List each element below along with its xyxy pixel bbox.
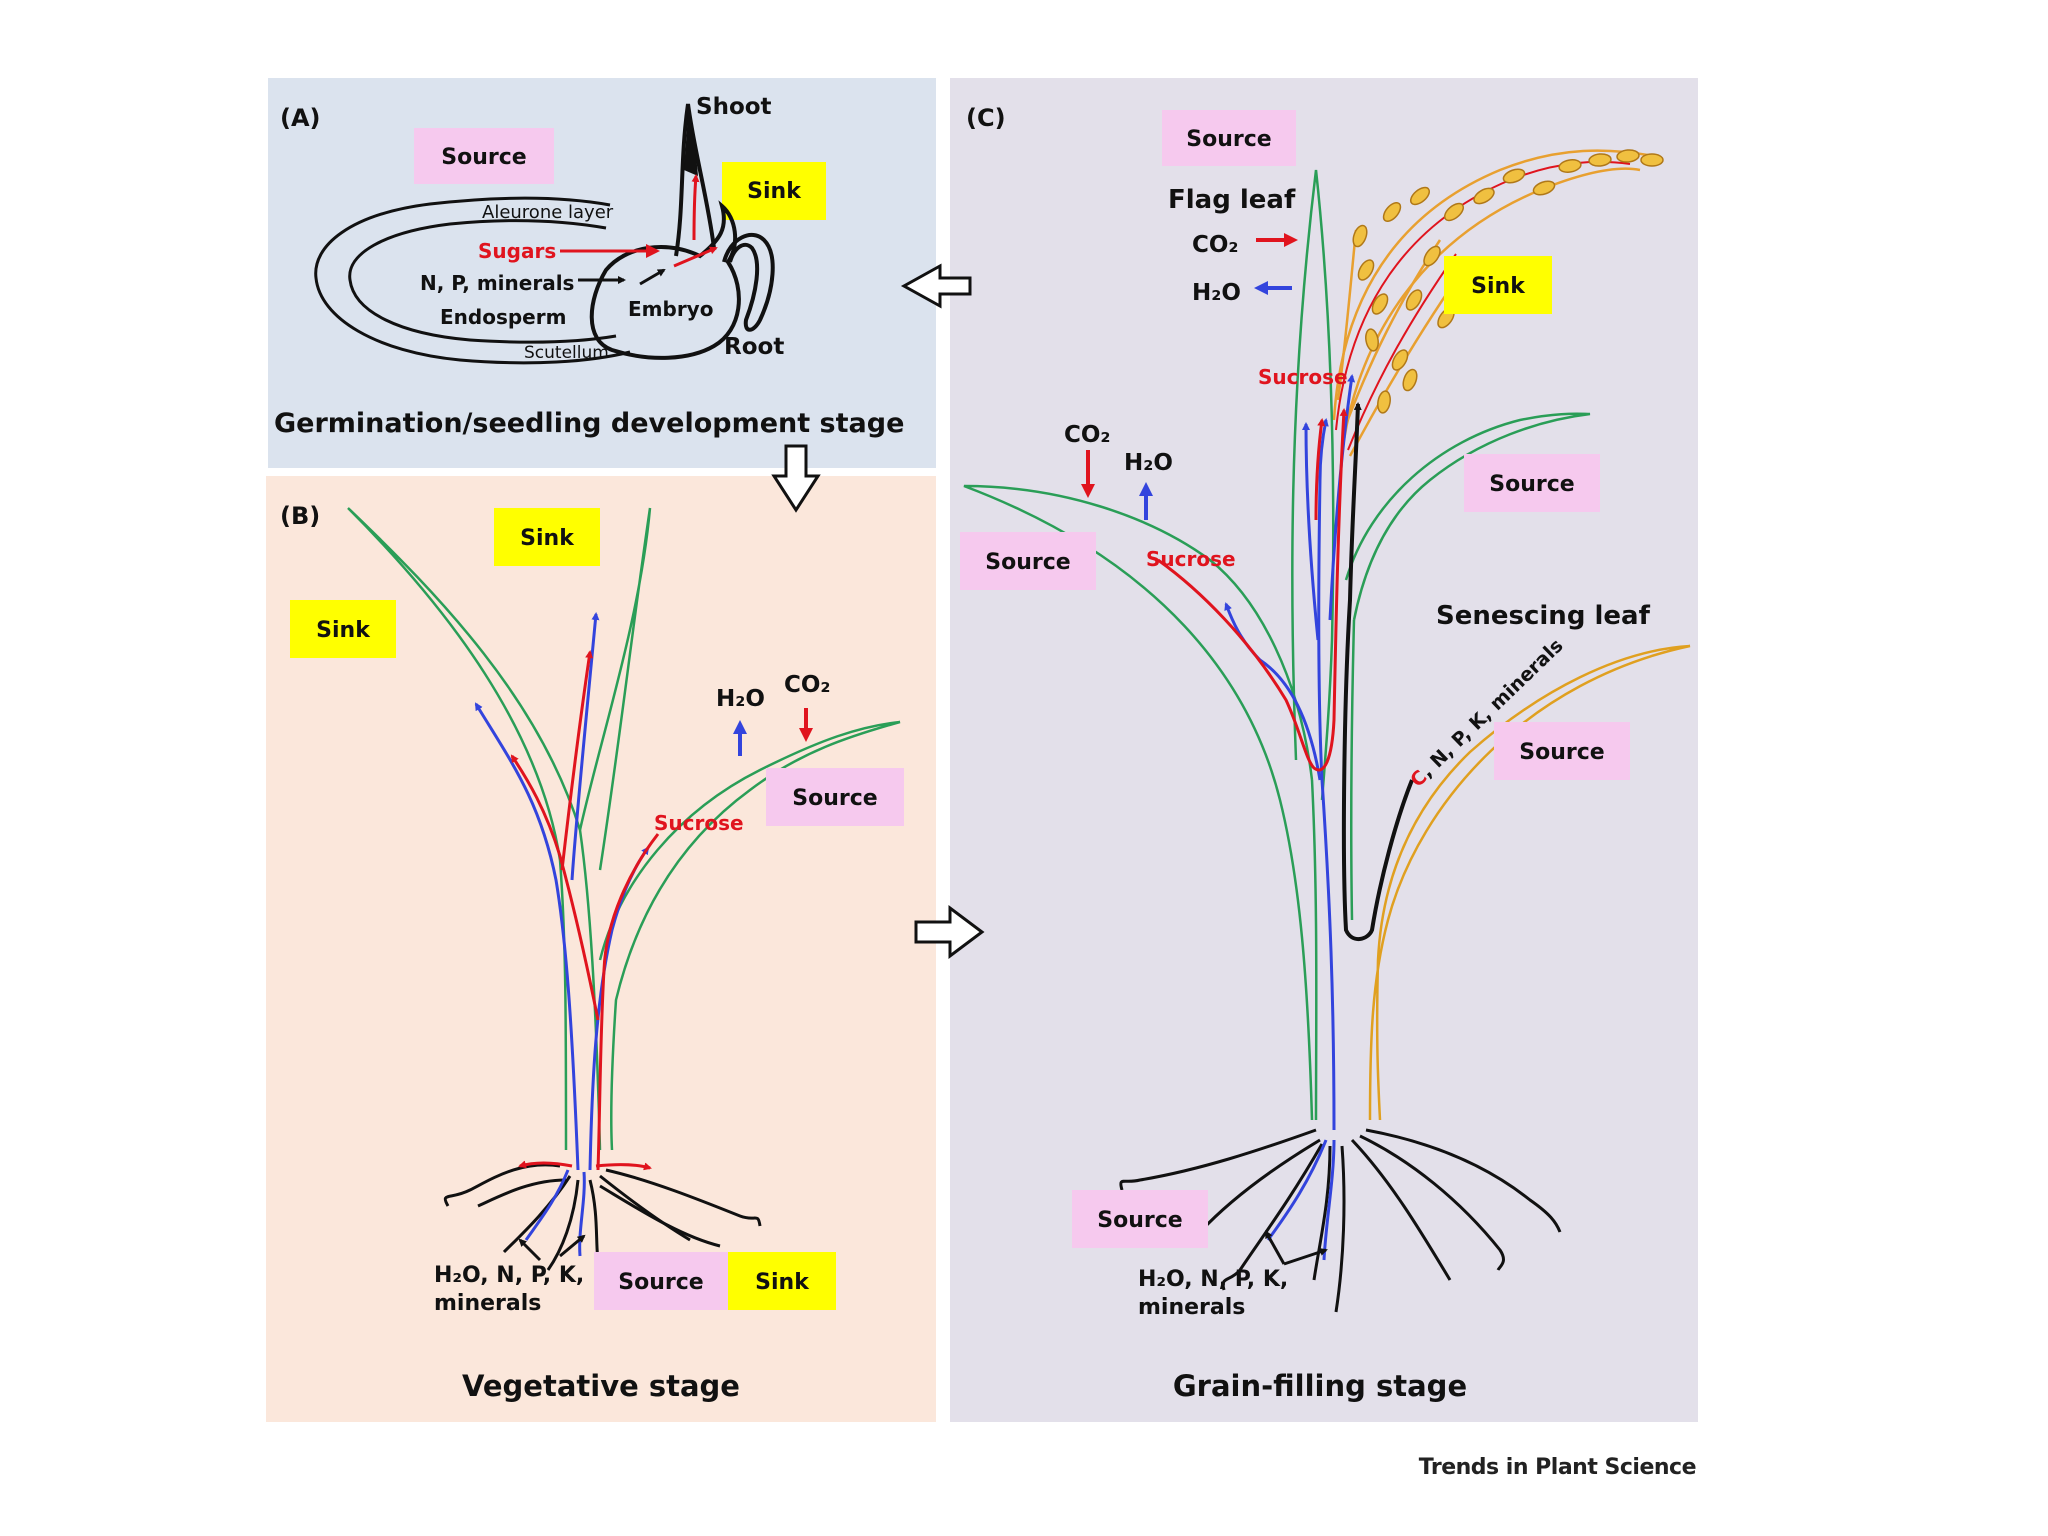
c-source-left-leaf-box [960,532,1096,590]
embryo-red-arrow [673,246,718,268]
b-red-channel-to-mid [560,650,594,871]
c-sink-panicle-box [1444,256,1552,314]
b-co2-label: CO₂ [784,672,831,698]
c-source-right-leaf-label: Source [1489,472,1574,497]
c-culm-right [1349,619,1356,921]
embryo-black-arrow [639,268,666,286]
b-sink-root-box [728,1252,836,1310]
c-flag-leaf-label: Flag leaf [1168,185,1296,215]
c-root-uptake-line2: minerals [1138,1295,1245,1320]
c-sucrose-left-label: Sucrose [1146,547,1236,571]
b-root-uptake-line2: minerals [434,1291,541,1316]
panel-c: (C) [960,104,1691,1403]
panel-a-source-box [414,128,554,184]
b-root-blue-channels [524,1169,586,1257]
shoot-red-arrow [691,174,700,241]
b-h2o-label: H₂O [716,686,765,712]
c-red-left-leaf [1157,408,1348,772]
c-co2-flag-label: CO₂ [1192,232,1239,258]
seed-inner-outline [348,219,617,344]
shoot-tip-fill [684,104,698,176]
panel-a: (A) Source Sink Shoot Aleurone layer Sug… [274,94,904,439]
minerals-label: N, P, minerals [420,271,574,295]
c-source-right-leaf-box [1464,454,1600,512]
b-right-leaf [598,720,901,1151]
b-sink-left-label: Sink [316,618,371,643]
c-roots [1119,1128,1562,1313]
shoot-label: Shoot [696,94,772,120]
b-red-channel-source [596,833,660,1171]
c-black-remobilization [1341,402,1414,941]
c-h2o-left-label: H₂O [1124,450,1173,476]
panel-b-caption: Vegetative stage [462,1369,740,1403]
c-sucrose-top-label: Sucrose [1258,365,1348,389]
b-root-uptake-line1: H₂O, N, P, K, [434,1263,584,1288]
c-blue-to-left-leaf [1224,602,1322,781]
c-grains [1352,149,1664,414]
embryo-label: Embryo [628,297,713,321]
endosperm-label: Endosperm [440,305,566,329]
c-root-uptake-line1: H₂O, N, P, K, [1138,1267,1288,1292]
b-sucrose-label: Sucrose [654,811,744,835]
arrow-a-to-b [771,444,821,513]
b-source-root-label: Source [618,1270,703,1295]
b-uptake-arrow-2 [559,1234,586,1258]
c-left-leaf [963,484,1314,1121]
panel-b-letter: (B) [280,502,320,530]
b-blue-channel-left [474,702,580,1171]
c-blue-to-panicle [1328,374,1356,621]
c-senescing-leaf-label: Senescing leaf [1436,601,1651,631]
b-middle-leaf [578,507,652,871]
arrow-c-to-a [900,263,972,309]
c-flag-leaf [1291,169,1335,801]
sugars-label: Sugars [478,239,556,263]
panel-a-caption: Germination/seedling development stage [274,408,904,439]
c-sink-panicle-label: Sink [1471,274,1526,299]
b-root-red-arrows [518,1160,652,1171]
journal-credit: Trends in Plant Science [1419,1455,1696,1480]
panel-a-letter: (A) [280,104,321,132]
b-sink-top-label: Sink [520,526,575,551]
c-right-upper-leaf [1344,412,1591,621]
c-source-root-box [1072,1190,1208,1248]
panel-a-sink-box [722,162,826,220]
c-uptake-arrow-1 [1264,1230,1286,1265]
c-blue-stem [1317,418,1336,1131]
aleurone-label: Aleurone layer [482,202,614,223]
panel-c-letter: (C) [966,104,1006,132]
c-co2-left-label: CO₂ [1064,422,1111,448]
panel-a-sink-label: Sink [747,179,802,204]
c-source-flag-box [1162,110,1296,166]
b-red-channel-to-sink [510,754,600,1021]
root-label: Root [724,334,784,360]
c-uptake-arrow-2 [1283,1248,1328,1266]
c-culm-left [1310,779,1318,1121]
panel-c-caption: Grain-filling stage [1173,1369,1467,1403]
b-source-root-box [594,1252,728,1310]
arrow-b-to-c [914,905,985,959]
b-sink-top-box [494,508,600,566]
panel-b: (B) [280,502,904,1403]
c-root-blue-channels [1266,1139,1336,1261]
b-source-leaf-label: Source [792,786,877,811]
c-source-senescing-label: Source [1519,740,1604,765]
c-source-left-leaf-label: Source [985,550,1070,575]
b-uptake-arrow-1 [518,1238,542,1262]
scutellum-label: Scutellum [524,343,609,363]
b-sink-root-label: Sink [755,1270,810,1295]
root-outline [722,233,775,332]
b-sink-left-box [290,600,396,658]
c-source-flag-label: Source [1186,127,1271,152]
c-source-root-label: Source [1097,1208,1182,1233]
c-senescing-leaf [1368,644,1691,1121]
panel-a-source-label: Source [441,145,526,170]
seed-outer-outline [314,196,631,365]
embryo-outline [589,200,741,360]
c-source-senescing-box [1494,722,1630,780]
c-blue-to-flag [1302,422,1320,641]
c-h2o-flag-label: H₂O [1192,280,1241,306]
c-red-flag [1314,418,1326,521]
b-source-leaf-box [766,768,904,826]
